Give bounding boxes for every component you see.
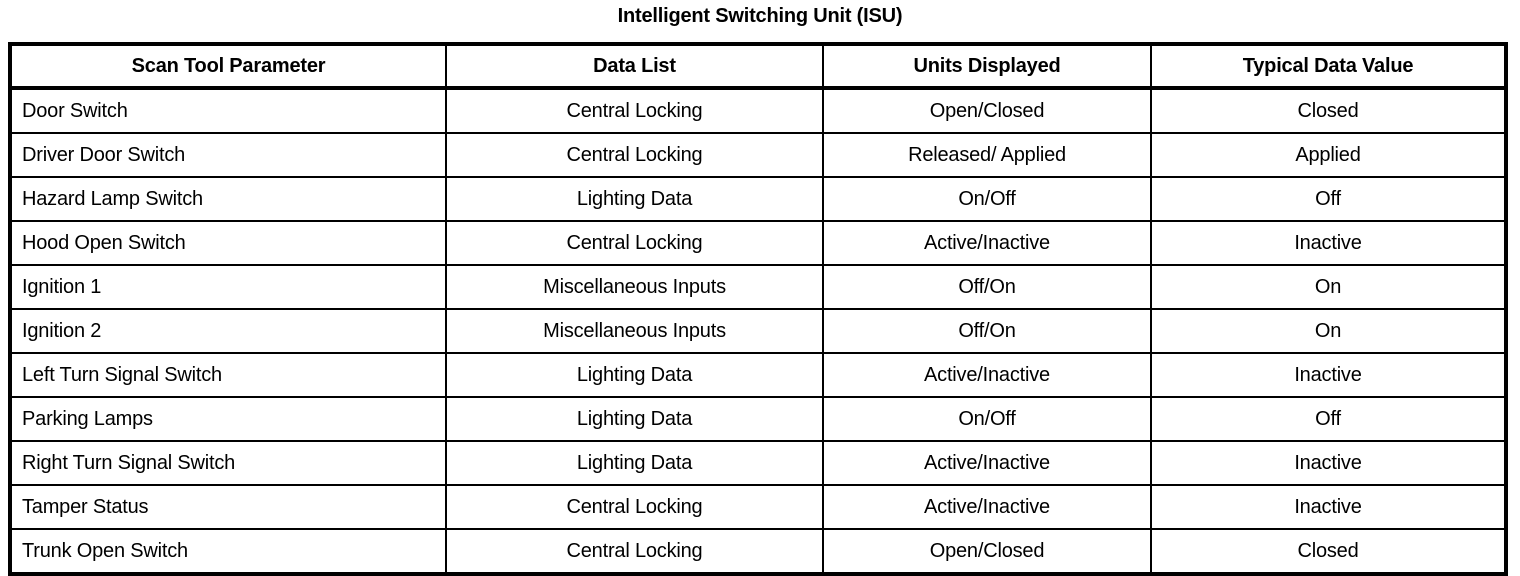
cell-units-displayed: Open/Closed xyxy=(822,528,1152,575)
cell-units-displayed: On/Off xyxy=(822,396,1152,442)
cell-units-displayed: Open/Closed xyxy=(822,87,1152,134)
cell-typical-data-value: Inactive xyxy=(1150,352,1507,398)
cell-data-list: Lighting Data xyxy=(445,176,824,222)
cell-typical-data-value: Closed xyxy=(1150,528,1507,575)
cell-scan-tool-parameter: Ignition 1 xyxy=(9,264,447,310)
cell-data-list: Central Locking xyxy=(445,528,824,575)
cell-typical-data-value: Off xyxy=(1150,396,1507,442)
cell-scan-tool-parameter: Tamper Status xyxy=(9,484,447,530)
cell-data-list: Central Locking xyxy=(445,484,824,530)
cell-typical-data-value: Inactive xyxy=(1150,440,1507,486)
document-page: Intelligent Switching Unit (ISU) Scan To… xyxy=(8,5,1508,576)
cell-scan-tool-parameter: Left Turn Signal Switch xyxy=(9,352,447,398)
cell-typical-data-value: Off xyxy=(1150,176,1507,222)
column-header-typical-data-value: Typical Data Value xyxy=(1150,43,1507,90)
scan-tool-parameter-table: Scan Tool Parameter Data List Units Disp… xyxy=(8,42,1508,576)
cell-data-list: Lighting Data xyxy=(445,440,824,486)
page-title: Intelligent Switching Unit (ISU) xyxy=(617,5,903,27)
cell-typical-data-value: Closed xyxy=(1150,87,1507,134)
cell-data-list: Central Locking xyxy=(445,87,824,134)
cell-units-displayed: Active/Inactive xyxy=(822,484,1152,530)
cell-data-list: Miscellaneous Inputs xyxy=(445,264,824,310)
cell-data-list: Lighting Data xyxy=(445,396,824,442)
cell-units-displayed: Off/On xyxy=(822,308,1152,354)
cell-units-displayed: Released/ Applied xyxy=(822,132,1152,178)
cell-scan-tool-parameter: Trunk Open Switch xyxy=(9,528,447,575)
cell-scan-tool-parameter: Ignition 2 xyxy=(9,308,447,354)
cell-scan-tool-parameter: Driver Door Switch xyxy=(9,132,447,178)
cell-data-list: Miscellaneous Inputs xyxy=(445,308,824,354)
cell-scan-tool-parameter: Door Switch xyxy=(9,87,447,134)
cell-typical-data-value: On xyxy=(1150,308,1507,354)
column-header-scan-tool-parameter: Scan Tool Parameter xyxy=(9,43,447,90)
cell-scan-tool-parameter: Right Turn Signal Switch xyxy=(9,440,447,486)
column-header-units-displayed: Units Displayed xyxy=(822,43,1152,90)
cell-typical-data-value: Applied xyxy=(1150,132,1507,178)
cell-data-list: Central Locking xyxy=(445,132,824,178)
scan-tool-parameter-table-container: Scan Tool Parameter Data List Units Disp… xyxy=(8,42,1508,576)
table-header-row: Scan Tool Parameter Data List Units Disp… xyxy=(9,43,1507,90)
cell-scan-tool-parameter: Parking Lamps xyxy=(9,396,447,442)
table-header: Scan Tool Parameter Data List Units Disp… xyxy=(9,43,1507,90)
cell-typical-data-value: On xyxy=(1150,264,1507,310)
cell-typical-data-value: Inactive xyxy=(1150,484,1507,530)
cell-data-list: Lighting Data xyxy=(445,352,824,398)
cell-units-displayed: Active/Inactive xyxy=(822,220,1152,266)
column-header-data-list: Data List xyxy=(445,43,824,90)
cell-units-displayed: Off/On xyxy=(822,264,1152,310)
cell-scan-tool-parameter: Hood Open Switch xyxy=(9,220,447,266)
cell-typical-data-value: Inactive xyxy=(1150,220,1507,266)
cell-units-displayed: Active/Inactive xyxy=(822,440,1152,486)
cell-data-list: Central Locking xyxy=(445,220,824,266)
cell-units-displayed: On/Off xyxy=(822,176,1152,222)
cell-units-displayed: Active/Inactive xyxy=(822,352,1152,398)
cell-scan-tool-parameter: Hazard Lamp Switch xyxy=(9,176,447,222)
